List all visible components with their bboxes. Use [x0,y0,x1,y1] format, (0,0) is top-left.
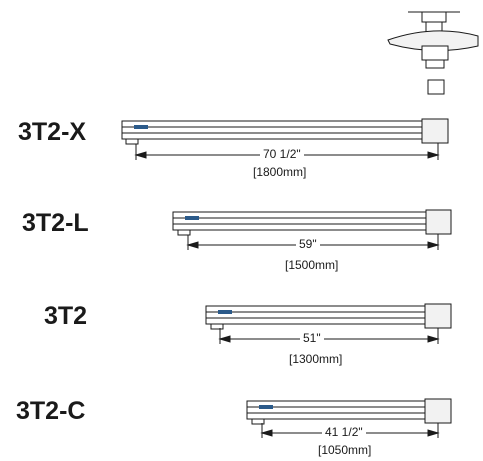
model-label-3t2-c: 3T2-C [16,397,86,425]
dimension-inches-3t2-c: 41 1/2" [322,425,366,439]
dimension-mm-3t2-c: [1050mm] [318,443,372,457]
dimension-mm-3t2: [1300mm] [289,352,343,366]
model-label-3t2-l: 3T2-L [22,209,89,237]
faucet-3t2 [205,303,452,344]
dimension-inches-3t2-x: 70 1/2" [260,147,304,161]
faucet-3t2-c [246,398,452,438]
dimension-mm-3t2-x: [1800mm] [253,165,307,179]
mounting-assembly [387,11,479,95]
model-label-3t2-x: 3T2-X [18,118,87,146]
model-label-3t2: 3T2 [44,302,88,330]
dimension-mm-3t2-l: [1500mm] [285,258,339,272]
dimension-inches-3t2-l: 59" [296,237,320,251]
dimension-inches-3t2: 51" [300,331,324,345]
faucet-3t2-l [172,209,452,250]
faucet-3t2-x [121,118,449,160]
